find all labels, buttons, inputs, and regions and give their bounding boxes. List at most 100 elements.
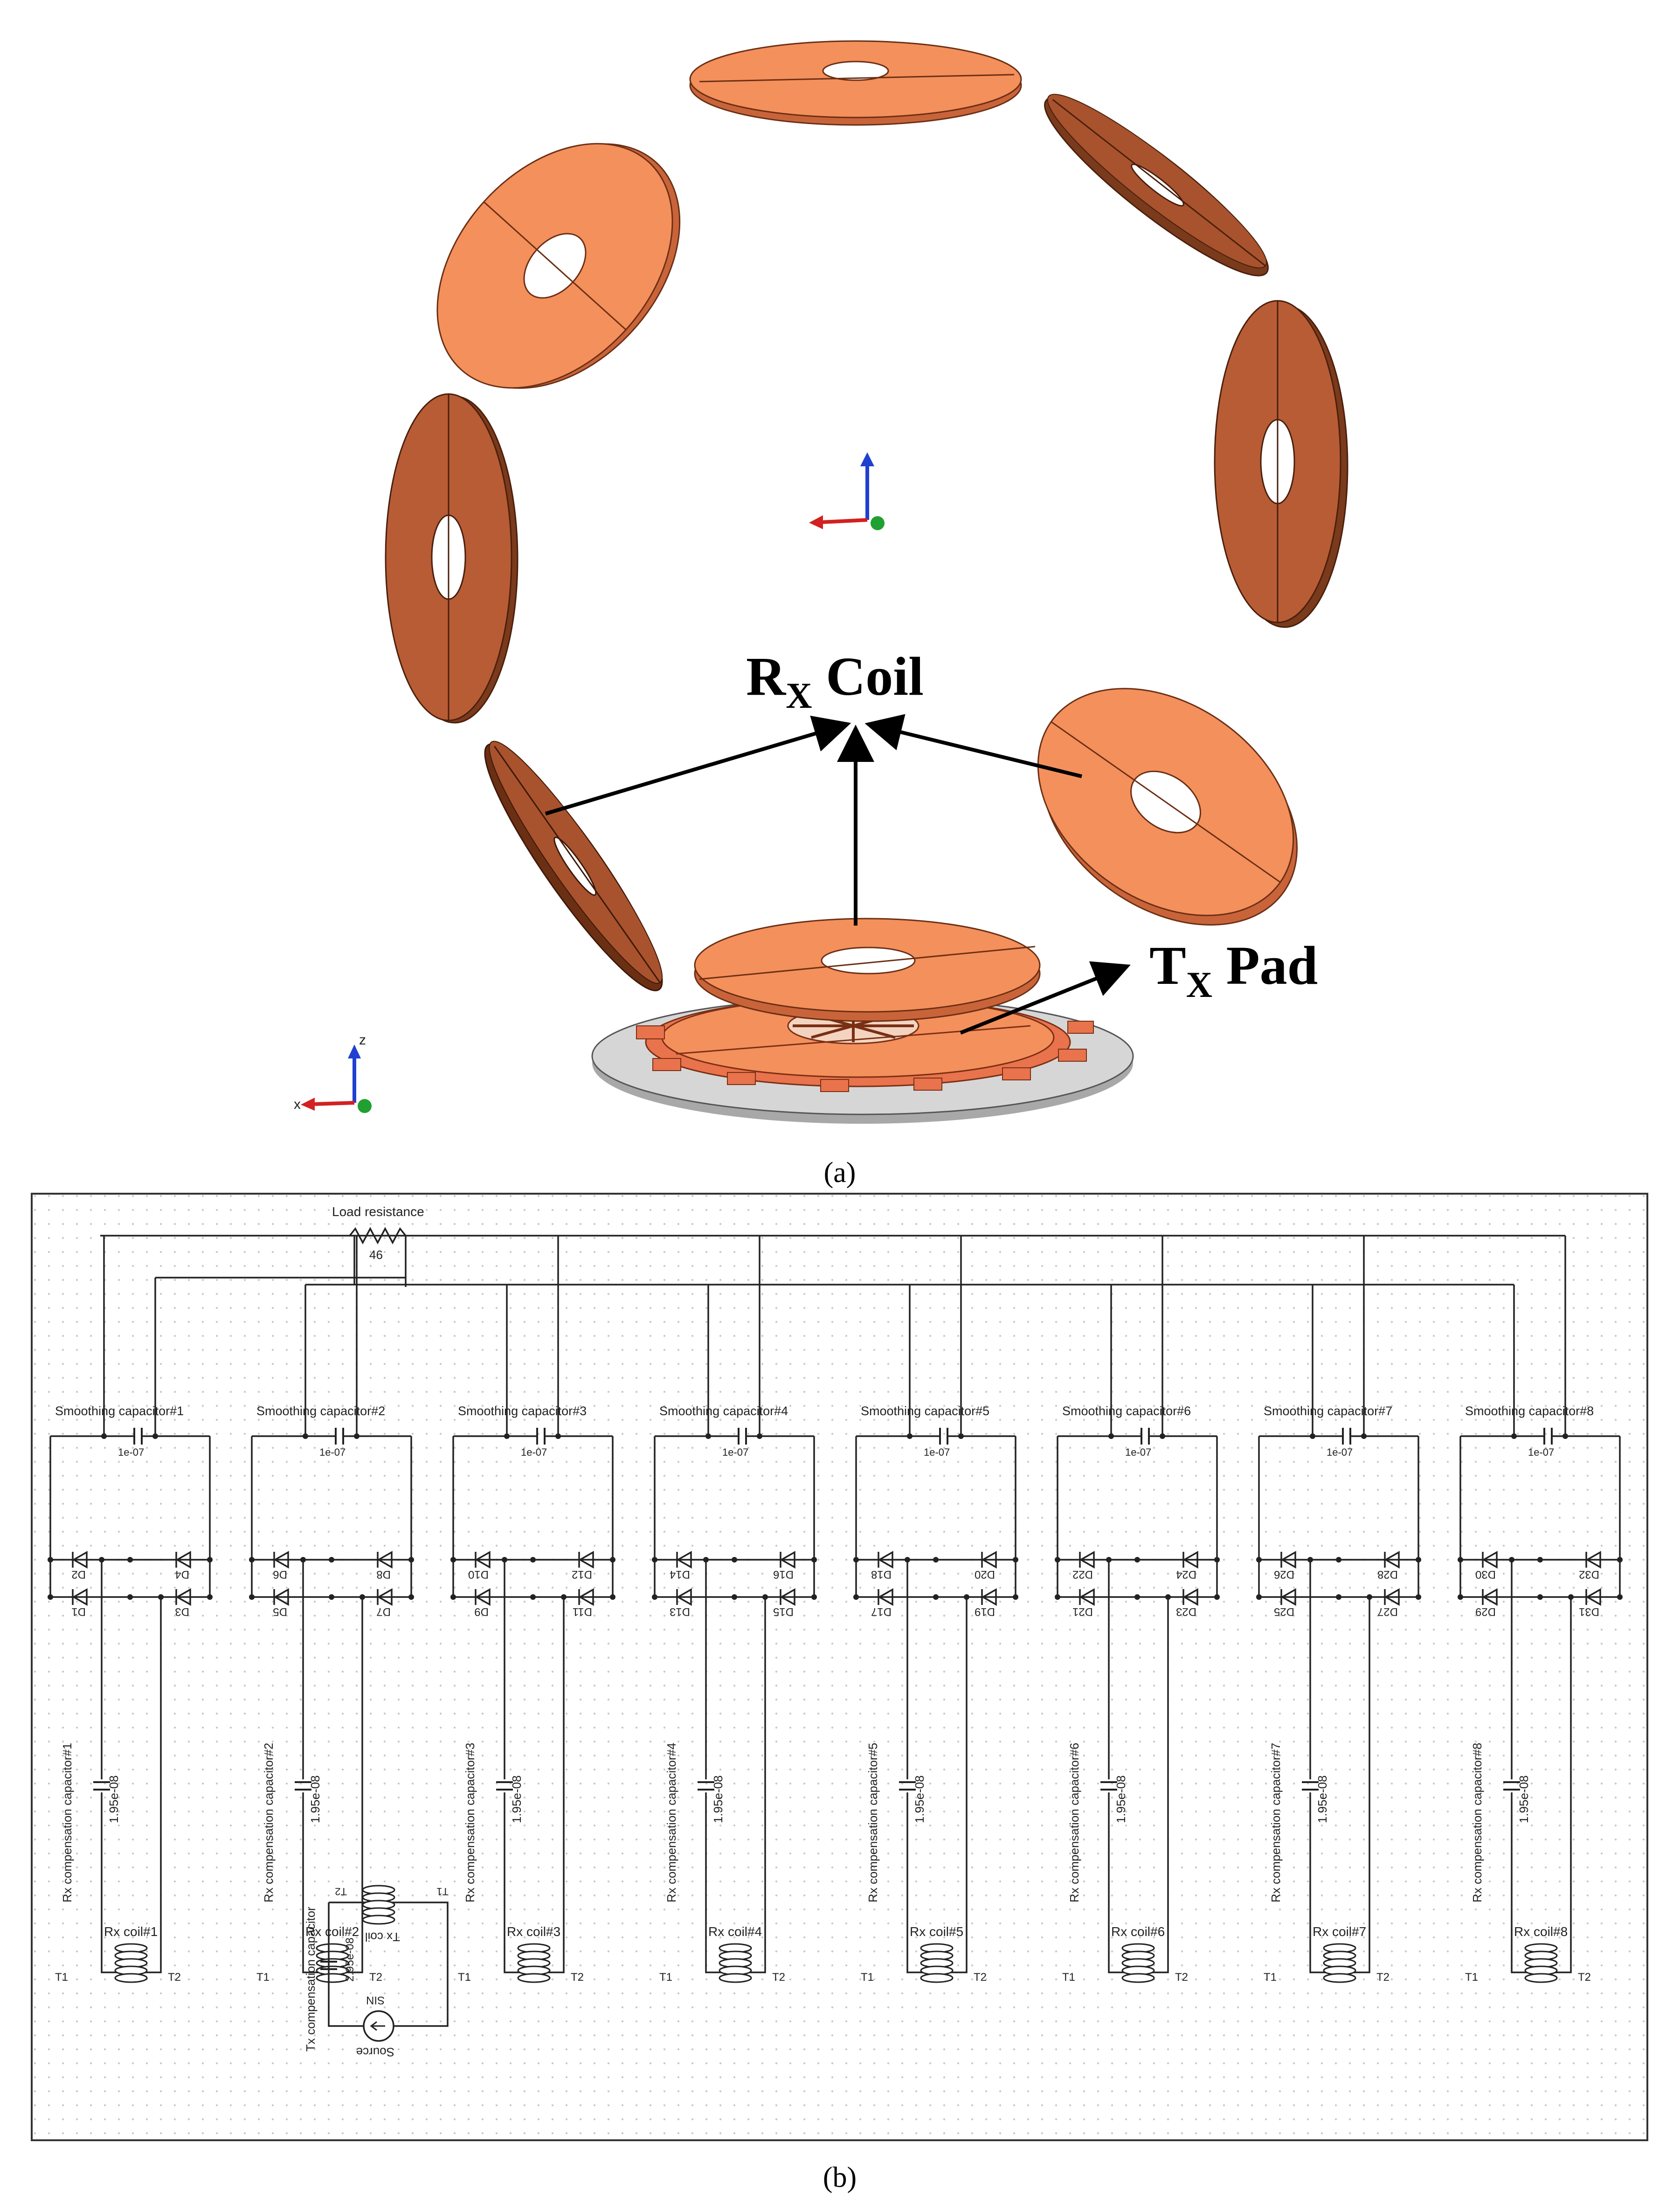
- smoothing-capacitor-label: Smoothing capacitor#5: [861, 1404, 989, 1418]
- junction-dot: [1256, 1557, 1262, 1563]
- smoothing-capacitor-value: 1e-07: [521, 1446, 547, 1458]
- diode-triangle: [1585, 1550, 1601, 1569]
- smoothing-capacitor-label: Smoothing capacitor#8: [1465, 1404, 1594, 1418]
- rx-coil-icon: [1121, 1943, 1155, 1983]
- diode-triangle: [273, 1588, 289, 1606]
- junction-dot: [1617, 1594, 1623, 1600]
- wire: [1108, 1792, 1127, 1973]
- rx-coil-label: RX Coil: [746, 646, 924, 716]
- tx-source-label: Source: [356, 2045, 394, 2059]
- diode: [1585, 1588, 1601, 1606]
- diode-triangle: [377, 1588, 393, 1606]
- terminal-t2: T2: [1578, 1971, 1591, 1984]
- diode-label: D27: [1377, 1605, 1398, 1618]
- diode-triangle: [780, 1550, 795, 1569]
- junction-dot: [1416, 1594, 1421, 1600]
- terminal-t1: T1: [861, 1971, 874, 1984]
- diode: [377, 1550, 393, 1569]
- junction-dot: [1537, 1557, 1543, 1563]
- junction-dot: [408, 1594, 414, 1600]
- diode-triangle: [475, 1550, 491, 1569]
- junction-dot: [1336, 1557, 1341, 1563]
- terminal-t1: T1: [1465, 1971, 1478, 1984]
- diode: [578, 1588, 594, 1606]
- junction-dot: [300, 1557, 306, 1563]
- diode-triangle: [981, 1550, 997, 1569]
- diode-label: D1: [71, 1605, 86, 1618]
- tx-pad-arrow: [960, 961, 1131, 1035]
- junction-dot: [530, 1594, 536, 1600]
- tx-terminal-t1: T1: [436, 1886, 449, 1897]
- diode: [1482, 1588, 1498, 1606]
- junction-dot: [732, 1594, 737, 1600]
- tx-terminal-t2: T2: [335, 1886, 347, 1897]
- diode-triangle: [981, 1588, 997, 1606]
- rx-coil-label: Rx coil#1: [104, 1924, 158, 1939]
- diode: [273, 1588, 289, 1606]
- diode-label: D12: [572, 1568, 592, 1581]
- diode: [676, 1588, 692, 1606]
- diode-triangle: [578, 1588, 594, 1606]
- smoothing-capacitor-value: 1e-07: [1125, 1446, 1151, 1458]
- diode: [578, 1550, 594, 1569]
- diode: [981, 1588, 997, 1606]
- diode: [1079, 1550, 1095, 1569]
- diode-triangle: [1585, 1588, 1601, 1606]
- rx-coil-icon: [316, 1943, 349, 1983]
- rx-coil-icon: [920, 1943, 954, 1983]
- junction-dot: [933, 1557, 939, 1563]
- junction-dot: [408, 1557, 414, 1563]
- diode-label: D6: [273, 1568, 287, 1581]
- tx-compensation-label: Tx compensation capacitor: [304, 1907, 318, 2052]
- smoothing-capacitor-value: 1e-07: [924, 1446, 950, 1458]
- rx-compensation-value: 1.95e-08: [913, 1775, 926, 1823]
- diode: [1280, 1588, 1296, 1606]
- wire: [302, 1792, 322, 1973]
- diode: [72, 1588, 88, 1606]
- junction-dot: [207, 1594, 213, 1600]
- diode-triangle: [1280, 1588, 1296, 1606]
- junction-dot: [1256, 1594, 1262, 1600]
- terminal-t2: T2: [974, 1971, 987, 1984]
- smoothing-capacitor-label: Smoothing capacitor#3: [458, 1404, 587, 1418]
- junction-dot: [249, 1557, 255, 1563]
- diode-triangle: [1482, 1588, 1498, 1606]
- diode: [377, 1588, 393, 1606]
- capacitor-symbol: [1302, 1781, 1319, 1791]
- rx-compensation-label: Rx compensation capacitor#1: [60, 1743, 74, 1902]
- smoothing-capacitor-label: Smoothing capacitor#7: [1264, 1404, 1392, 1418]
- junction-dot: [964, 1594, 969, 1600]
- wire: [948, 1597, 968, 1973]
- diode: [1482, 1550, 1498, 1569]
- diode: [273, 1550, 289, 1569]
- smoothing-capacitor-value: 1e-07: [118, 1446, 144, 1458]
- diode-label: D4: [175, 1568, 189, 1581]
- diode-label: D16: [773, 1568, 794, 1581]
- coil-turn: [362, 1915, 395, 1925]
- diode-triangle: [377, 1550, 393, 1569]
- capacitor-symbol: [496, 1781, 513, 1791]
- diode-triangle: [273, 1550, 289, 1569]
- diode-label: D8: [376, 1568, 391, 1581]
- terminal-t2: T2: [1376, 1971, 1390, 1984]
- rx-compensation-value: 1.95e-08: [1114, 1775, 1128, 1823]
- coil-turn: [1121, 1973, 1155, 1983]
- rx-coil-lower-left: [484, 740, 663, 991]
- rx-compensation-label: Rx compensation capacitor#6: [1067, 1743, 1081, 1902]
- diode: [1182, 1550, 1198, 1569]
- capacitor-symbol: [93, 1781, 110, 1791]
- wire: [1351, 1597, 1370, 1973]
- diode-label: D14: [670, 1568, 690, 1581]
- junction-dot: [48, 1557, 53, 1563]
- rx-compensation-value: 1.95e-08: [107, 1775, 121, 1823]
- wire: [344, 1597, 363, 1973]
- tx-pad-label: TX Pad: [1149, 935, 1318, 1005]
- axis-label-z: z: [359, 1032, 366, 1048]
- diode-triangle: [578, 1550, 594, 1569]
- diode: [1585, 1550, 1601, 1569]
- capacitor-symbol: [295, 1781, 311, 1791]
- rx-coil-top: [689, 40, 1022, 126]
- load-resistor: [349, 1227, 407, 1245]
- tx-loop: [328, 1902, 449, 2027]
